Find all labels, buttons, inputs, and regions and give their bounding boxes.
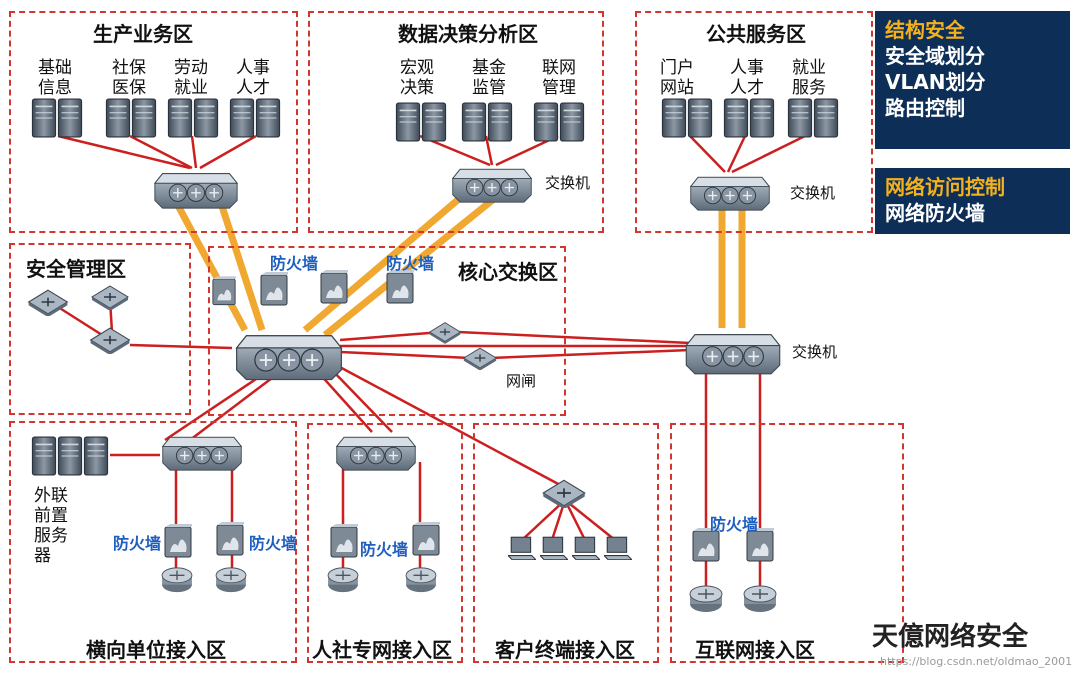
zone-title-client: 客户终端接入区	[495, 638, 635, 662]
zone-client	[473, 423, 659, 663]
zone-title-public: 公共服务区	[706, 22, 806, 46]
firewall-label: 防火墙	[270, 254, 319, 273]
zone-core	[208, 246, 566, 416]
switch-label: 交换机	[790, 184, 836, 202]
zone-title-security-mgmt: 安全管理区	[26, 257, 126, 281]
server-label: 宏观决策	[400, 58, 434, 98]
legend-item: 路由控制	[885, 96, 965, 120]
server-label: 联网管理	[542, 58, 576, 98]
zone-decision	[308, 11, 604, 233]
zone-security-mgmt	[9, 243, 191, 415]
zone-production	[9, 11, 298, 233]
server-label: 劳动就业	[174, 58, 208, 98]
switch-internet-icon	[685, 333, 781, 375]
switch-label: 交换机	[545, 174, 591, 192]
zone-title-hrss: 人社专网接入区	[312, 638, 452, 662]
zone-horizontal	[9, 421, 297, 663]
server-label: 基金监管	[472, 58, 506, 98]
gateway-label: 网闸	[506, 372, 537, 390]
firewall-label: 防火墙	[386, 254, 435, 273]
legend-access-control: 网络访问控制 网络防火墙	[875, 168, 1070, 234]
firewall-label: 防火墙	[710, 515, 759, 534]
legend-item: 网络防火墙	[885, 201, 985, 225]
legend-header: 结构安全	[885, 18, 965, 42]
legend-item: VLAN划分	[885, 70, 986, 94]
legend-header: 网络访问控制	[885, 175, 1005, 199]
links	[46, 134, 806, 590]
zone-public	[635, 11, 873, 233]
legend-item: 安全域划分	[885, 44, 985, 68]
server-label: 门户网站	[660, 58, 694, 98]
server-label: 基础信息	[38, 58, 72, 98]
watermark-brand: 天億网络安全	[872, 622, 1029, 652]
switch-label: 交换机	[792, 343, 838, 361]
server-label: 就业服务	[792, 58, 826, 98]
firewall-label: 防火墙	[249, 534, 298, 553]
legend-structure-security: 结构安全 安全域划分 VLAN划分 路由控制	[875, 11, 1070, 149]
zone-title-internet: 互联网接入区	[695, 638, 815, 662]
zone-title-decision: 数据决策分析区	[398, 22, 538, 46]
firewall-label: 防火墙	[360, 540, 409, 559]
zone-hrss	[307, 423, 463, 663]
server-label: 人事人才	[730, 58, 764, 98]
server-label-external: 外联前置 服务器	[34, 486, 68, 566]
zone-title-core: 核心交换区	[458, 260, 558, 284]
zone-title-production: 生产业务区	[93, 22, 193, 46]
zone-title-horizontal: 横向单位接入区	[86, 638, 226, 662]
firewall-label: 防火墙	[113, 534, 162, 553]
watermark-url: https://blog.csdn.net/oldmao_2001	[880, 655, 1073, 668]
server-label: 社保医保	[112, 58, 146, 98]
zone-internet	[670, 423, 904, 663]
server-label: 人事人才	[236, 58, 270, 98]
